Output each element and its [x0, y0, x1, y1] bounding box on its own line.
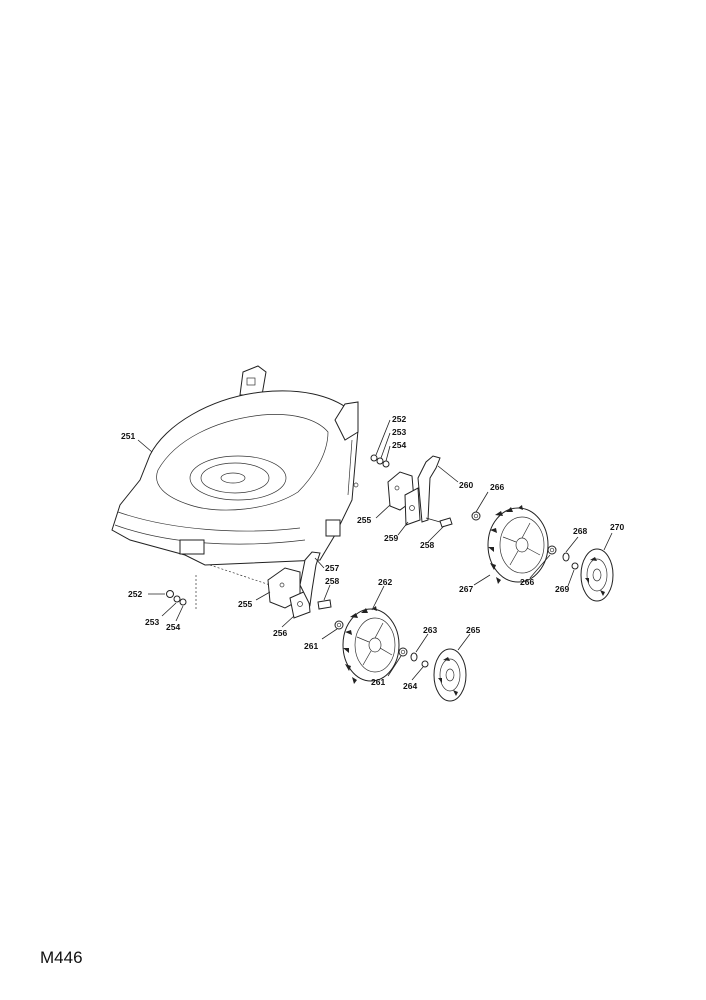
- callout-270: 270: [610, 522, 624, 532]
- callout-256: 256: [273, 628, 287, 638]
- callout-263: 263: [423, 625, 437, 635]
- callout-269: 269: [555, 584, 569, 594]
- front-height-adjuster-assembly: [166, 551, 344, 630]
- callout-254: 254: [392, 440, 406, 450]
- callout-261: 261: [371, 677, 385, 687]
- callout-254: 254: [166, 622, 180, 632]
- callout-267: 267: [459, 584, 473, 594]
- rear-wheel: [487, 505, 549, 584]
- callout-258: 258: [420, 540, 434, 550]
- front-wheel-hub-parts: [398, 647, 467, 702]
- callout-255: 255: [238, 599, 252, 609]
- callout-253: 253: [392, 427, 406, 437]
- callout-266: 266: [490, 482, 504, 492]
- callout-265: 265: [466, 625, 480, 635]
- callout-252: 252: [392, 414, 406, 424]
- callout-266: 266: [520, 577, 534, 587]
- callout-258: 258: [325, 576, 339, 586]
- leader-lines: [137, 419, 613, 681]
- callout-259: 259: [384, 533, 398, 543]
- callout-labels: 251 252 253 254 260 255 259 258 266 267 …: [121, 414, 624, 691]
- callout-264: 264: [403, 681, 417, 691]
- callout-252: 252: [128, 589, 142, 599]
- callout-253: 253: [145, 617, 159, 627]
- callout-260: 260: [459, 480, 473, 490]
- callout-261: 261: [304, 641, 318, 651]
- callout-257: 257: [325, 563, 339, 573]
- drawing-code: M446: [40, 948, 83, 967]
- front-wheel: [342, 606, 400, 684]
- callout-255: 255: [357, 515, 371, 525]
- rear-wheel-hub-parts: [547, 545, 614, 602]
- callout-268: 268: [573, 526, 587, 536]
- callout-262: 262: [378, 577, 392, 587]
- mower-deck-housing: [111, 365, 359, 610]
- callout-251: 251: [121, 431, 135, 441]
- rear-height-adjuster-assembly: [370, 454, 481, 528]
